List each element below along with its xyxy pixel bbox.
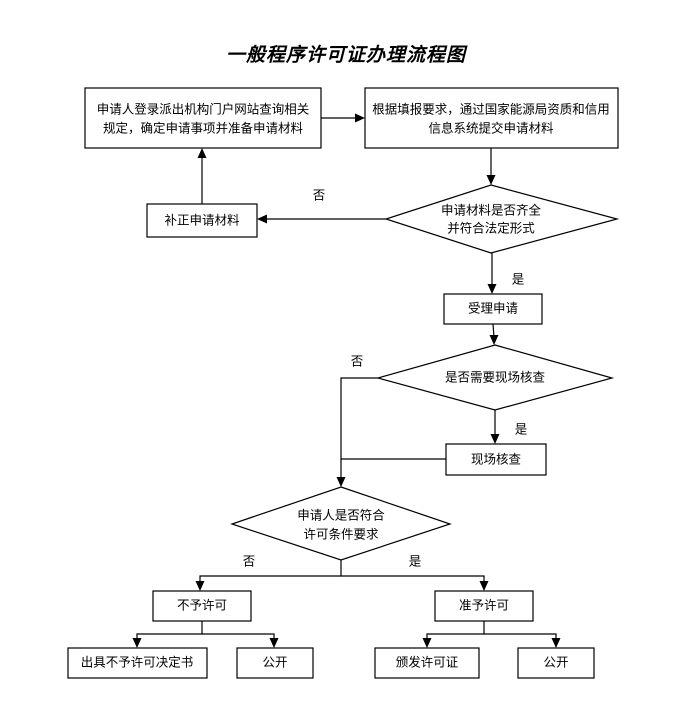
node-site-check[interactable]: 现场核查 <box>445 443 547 476</box>
node-supplement[interactable]: 补正申请材料 <box>146 203 258 238</box>
arrowhead-icon <box>132 638 142 648</box>
node-deny[interactable]: 不予许可 <box>152 590 252 622</box>
edge-approve-split <box>422 621 561 648</box>
node-approve-shape <box>434 590 534 622</box>
arrowhead-icon <box>422 638 432 648</box>
node-supplement-shape <box>146 203 258 238</box>
node-submit-label-line1: 根据填报要求，通过国家能源局资质和信用 <box>372 101 610 116</box>
node-need-site-check-label: 是否需要现场核查 <box>445 370 546 384</box>
node-check-materials-shape <box>384 184 620 254</box>
edge-site-decision-no: 否 <box>340 354 446 460</box>
node-issue-license-shape <box>374 647 480 679</box>
arrowhead-icon <box>487 284 497 294</box>
arrowhead-icon <box>336 477 346 487</box>
node-deny-label: 不予许可 <box>177 598 227 612</box>
node-approve[interactable]: 准予许可 <box>434 590 534 622</box>
edge-submit-to-check <box>486 148 496 185</box>
edge-check-to-accept: 是 <box>487 253 525 294</box>
edge-label-site-yes: 是 <box>515 422 528 436</box>
node-check-materials-label-line2: 并符合法定形式 <box>447 220 535 235</box>
node-meets-conditions-label-line1: 申请人是否符合 <box>297 507 385 522</box>
node-issue-denial-doc-shape <box>67 647 208 679</box>
edge-start-to-submit <box>321 113 365 123</box>
node-submit-shape <box>364 87 619 149</box>
node-submit-label-line2: 信息系统提交申请材料 <box>428 120 554 135</box>
node-approve-label: 准予许可 <box>459 598 509 612</box>
arrowhead-icon <box>489 335 499 345</box>
edge-accept-to-site-decision <box>489 323 499 345</box>
node-publicize-deny-label: 公开 <box>262 655 287 669</box>
edge-label-check-no: 否 <box>313 188 326 202</box>
edge-to-meets-conditions <box>336 459 346 487</box>
node-accept-label: 受理申请 <box>468 301 518 315</box>
edge-label-condition-yes: 是 <box>409 554 422 568</box>
node-start-label-line1: 申请人登录派出机构门户网站查询相关 <box>97 101 310 116</box>
edge-label-check-yes: 是 <box>512 272 525 286</box>
page-title: 一般程序许可证办理流程图 <box>225 45 466 66</box>
arrowhead-icon <box>197 148 207 158</box>
node-accept[interactable]: 受理申请 <box>443 293 543 325</box>
node-site-check-shape <box>445 443 547 476</box>
node-start-label-line2: 规定，确定申请事项并准备申请材料 <box>103 120 304 135</box>
node-issue-denial-doc-label: 出具不予许可决定书 <box>81 654 194 669</box>
node-issue-denial-doc[interactable]: 出具不予许可决定书 <box>67 647 208 679</box>
edge-site-decision-to-site-check: 是 <box>490 410 528 444</box>
node-issue-license-label: 颁发许可证 <box>396 654 459 669</box>
node-meets-conditions[interactable]: 申请人是否符合 许可条件要求 <box>230 486 452 561</box>
node-publicize-approve-shape <box>517 647 595 679</box>
node-publicize-approve-label: 公开 <box>543 655 568 669</box>
node-meets-conditions-shape <box>230 486 452 561</box>
node-publicize-approve[interactable]: 公开 <box>517 647 595 679</box>
edge-conditions-split: 否 是 <box>195 554 489 591</box>
node-supplement-label: 补正申请材料 <box>164 212 240 227</box>
edge-label-site-no: 否 <box>351 354 364 368</box>
edge-deny-split <box>132 621 279 648</box>
node-deny-shape <box>152 590 252 622</box>
edge-label-condition-no: 否 <box>243 554 256 568</box>
arrowhead-icon <box>355 113 365 123</box>
node-check-materials[interactable]: 申请材料是否齐全 并符合法定形式 <box>384 184 620 254</box>
node-meets-conditions-label-line2: 许可条件要求 <box>303 527 379 541</box>
arrowhead-icon <box>490 434 500 444</box>
node-need-site-check[interactable]: 是否需要现场核查 <box>375 344 615 411</box>
arrowhead-icon <box>486 175 496 185</box>
arrowhead-icon <box>479 581 489 591</box>
arrowhead-icon <box>195 581 205 591</box>
node-issue-license[interactable]: 颁发许可证 <box>374 647 480 679</box>
arrowhead-icon <box>269 638 279 648</box>
node-start[interactable]: 申请人登录派出机构门户网站查询相关 规定，确定申请事项并准备申请材料 <box>84 87 322 149</box>
node-publicize-deny-shape <box>236 647 314 679</box>
node-publicize-deny[interactable]: 公开 <box>236 647 314 679</box>
node-start-shape <box>84 87 322 149</box>
arrowhead-icon <box>257 214 267 224</box>
arrowhead-icon <box>551 638 561 648</box>
node-check-materials-label-line1: 申请材料是否齐全 <box>441 202 542 217</box>
node-submit[interactable]: 根据填报要求，通过国家能源局资质和信用 信息系统提交申请材料 <box>364 87 619 149</box>
edge-supplement-to-start <box>197 148 207 204</box>
node-site-check-label: 现场核查 <box>471 452 522 466</box>
edge-check-to-supplement: 否 <box>257 188 386 224</box>
